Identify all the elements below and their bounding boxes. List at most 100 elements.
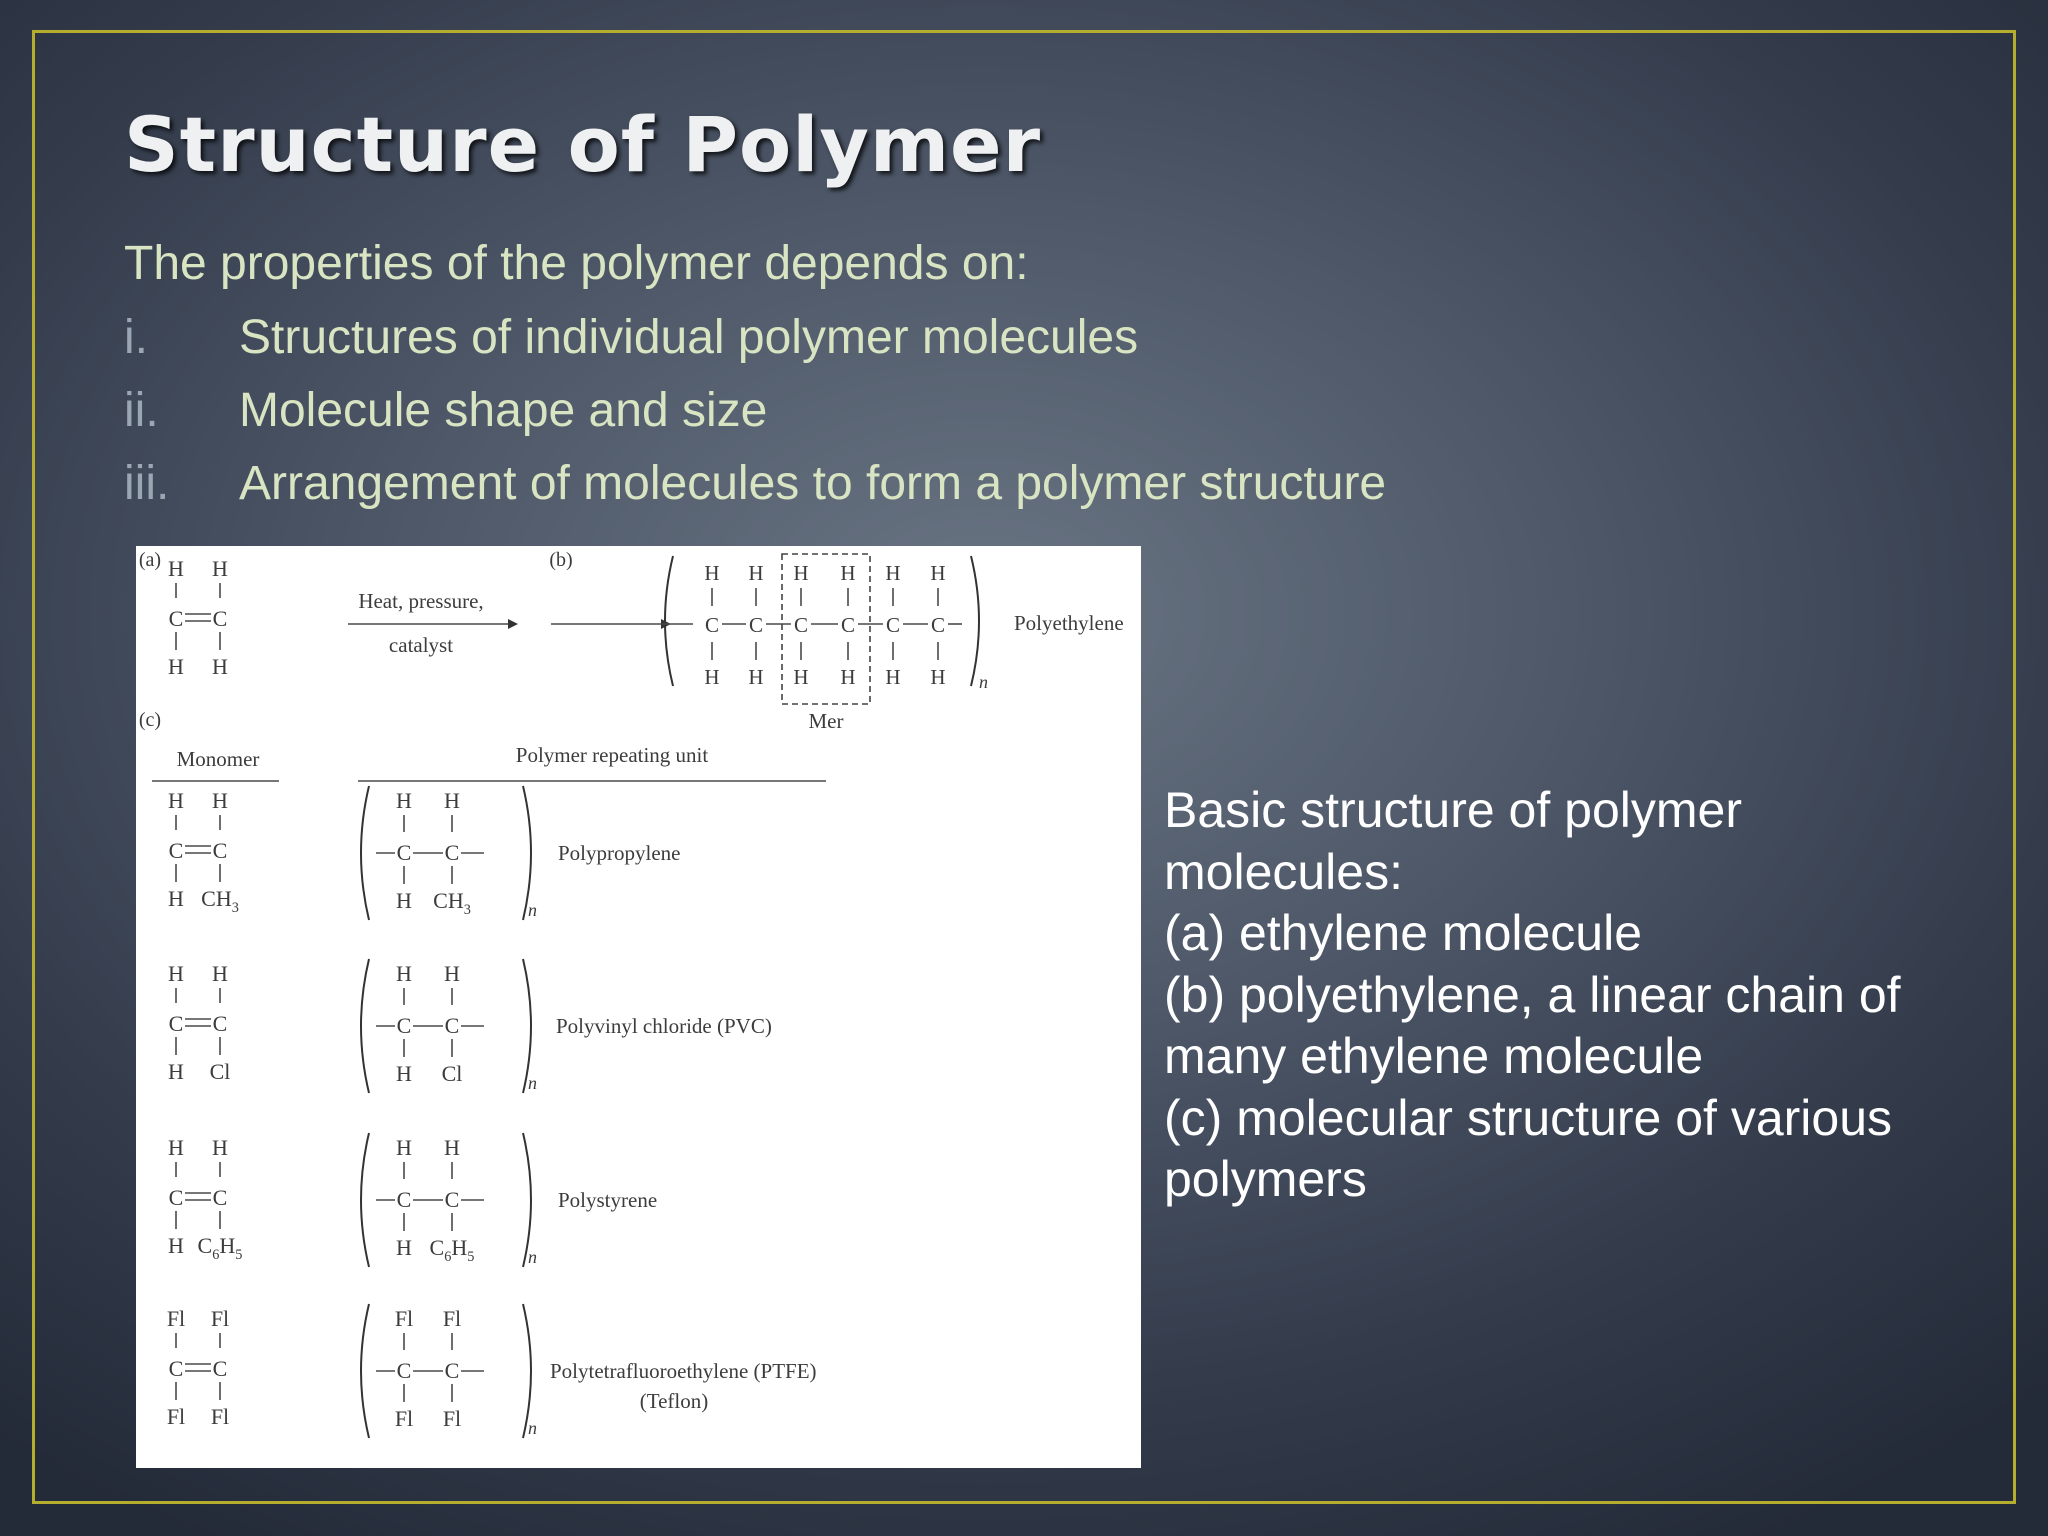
caption-line: polymers bbox=[1164, 1151, 1367, 1207]
slide-frame bbox=[32, 30, 2016, 1504]
list-number: iii. bbox=[124, 457, 170, 510]
monomer-1-top-right: H bbox=[212, 961, 228, 986]
figure-caption: Basic structure of polymer molecules: (a… bbox=[1164, 780, 1964, 1211]
chain-carbon: C bbox=[886, 613, 900, 637]
unit-paren-left bbox=[360, 1132, 370, 1268]
caption-line: many ethylene molecule bbox=[1164, 1028, 1704, 1084]
chain-carbon: C bbox=[749, 613, 763, 637]
unit-carbon-right: C bbox=[445, 1187, 460, 1212]
unit-carbon-left: C bbox=[397, 1187, 412, 1212]
unit-carbon-left: C bbox=[397, 1013, 412, 1038]
label-b: (b) bbox=[549, 549, 572, 571]
monomer-3-top-left: Fl bbox=[167, 1306, 185, 1331]
list-number: i. bbox=[124, 311, 148, 364]
caption-line: (a) ethylene molecule bbox=[1164, 905, 1643, 961]
unit-carbon-right: C bbox=[445, 1013, 460, 1038]
monomer-1-carbon-left: C bbox=[169, 1011, 184, 1036]
monomer-0-carbon-right: C bbox=[213, 838, 228, 863]
polyethylene-n: n bbox=[979, 672, 988, 692]
list-text: Arrangement of molecules to form a polym… bbox=[239, 457, 1387, 510]
monomer-3-carbon-right: C bbox=[213, 1356, 228, 1381]
chain-hydrogen-bottom: H bbox=[704, 665, 719, 689]
unit-top-left: H bbox=[396, 961, 412, 986]
polyethylene-label: Polyethylene bbox=[1014, 611, 1124, 635]
ethylene-monomer-bottom-left: H bbox=[168, 654, 184, 679]
monomer-header: Monomer bbox=[177, 747, 260, 771]
ethylene-monomer-top-right: H bbox=[212, 556, 228, 581]
unit-top-right: H bbox=[444, 961, 460, 986]
unit-n: n bbox=[528, 1418, 537, 1438]
mer-label: Mer bbox=[809, 709, 844, 733]
slide-title: Structure of Polymer bbox=[124, 100, 1042, 189]
monomer-0-top-left: H bbox=[168, 788, 184, 813]
chain-hydrogen-top: H bbox=[885, 561, 900, 585]
chain-hydrogen-bottom: H bbox=[793, 665, 808, 689]
chain-carbon: C bbox=[794, 613, 808, 637]
monomer-1-bottom-left: H bbox=[168, 1059, 184, 1084]
arrow-head bbox=[508, 619, 518, 629]
monomer-0-bottom-right: CH3 bbox=[201, 886, 239, 916]
ethylene-monomer-top-left: H bbox=[168, 556, 184, 581]
unit-n: n bbox=[528, 1073, 537, 1093]
monomer-2-top-left: H bbox=[168, 1135, 184, 1160]
unit-top-right: H bbox=[444, 788, 460, 813]
list-text: Molecule shape and size bbox=[239, 384, 768, 437]
unit-top-right: Fl bbox=[443, 1306, 461, 1331]
monomer-0-bottom-left: H bbox=[168, 886, 184, 911]
unit-n: n bbox=[528, 1247, 537, 1267]
monomer-3-bottom-left: Fl bbox=[167, 1404, 185, 1429]
polymer-name: Polytetrafluoroethylene (PTFE) bbox=[550, 1359, 817, 1383]
list-number: ii. bbox=[124, 384, 159, 437]
unit-bottom-right: C6H5 bbox=[430, 1235, 475, 1265]
caption-line: molecules: bbox=[1164, 843, 1403, 900]
unit-paren-right bbox=[522, 1303, 532, 1439]
unit-bottom-right: Cl bbox=[442, 1061, 463, 1086]
unit-paren-right bbox=[522, 785, 532, 921]
monomer-1-bottom-right: Cl bbox=[210, 1059, 231, 1084]
polyethylene-paren-right bbox=[970, 555, 980, 687]
intro-text: The properties of the polymer depends on… bbox=[124, 237, 1029, 290]
monomer-3-carbon-left: C bbox=[169, 1356, 184, 1381]
unit-carbon-right: C bbox=[445, 840, 460, 865]
unit-paren-right bbox=[522, 1132, 532, 1268]
reaction-catalyst: catalyst bbox=[389, 633, 453, 657]
chain-carbon: C bbox=[931, 613, 945, 637]
unit-top-left: Fl bbox=[395, 1306, 413, 1331]
unit-n: n bbox=[528, 900, 537, 920]
monomer-2-bottom-left: H bbox=[168, 1233, 184, 1258]
chain-hydrogen-bottom: H bbox=[930, 665, 945, 689]
chain-hydrogen-top: H bbox=[930, 561, 945, 585]
chain-hydrogen-top: H bbox=[748, 561, 763, 585]
monomer-2-top-right: H bbox=[212, 1135, 228, 1160]
caption-line: (b) polyethylene, a linear chain of bbox=[1164, 966, 1901, 1023]
unit-paren-left bbox=[360, 958, 370, 1094]
monomer-2-carbon-right: C bbox=[213, 1185, 228, 1210]
monomer-0-carbon-left: C bbox=[169, 838, 184, 863]
unit-top-left: H bbox=[396, 788, 412, 813]
list-text: Structures of individual polymer molecul… bbox=[239, 311, 1139, 364]
ethylene-monomer-carbon-right: C bbox=[213, 606, 228, 631]
ethylene-monomer-carbon-left: C bbox=[169, 606, 184, 631]
monomer-2-carbon-left: C bbox=[169, 1185, 184, 1210]
unit-bottom-right: CH3 bbox=[433, 888, 471, 918]
polymer-header: Polymer repeating unit bbox=[516, 743, 709, 767]
monomer-3-bottom-right: Fl bbox=[211, 1404, 229, 1429]
unit-top-left: H bbox=[396, 1135, 412, 1160]
polymer-name: Polystyrene bbox=[558, 1188, 657, 1212]
polymer-alt-name: (Teflon) bbox=[640, 1389, 709, 1413]
unit-bottom-left: Fl bbox=[395, 1406, 413, 1431]
chain-hydrogen-top: H bbox=[840, 561, 855, 585]
unit-bottom-left: H bbox=[396, 1061, 412, 1086]
unit-carbon-left: C bbox=[397, 840, 412, 865]
monomer-1-carbon-right: C bbox=[213, 1011, 228, 1036]
chain-hydrogen-top: H bbox=[793, 561, 808, 585]
unit-bottom-left: H bbox=[396, 1235, 412, 1260]
mer-box bbox=[781, 553, 871, 705]
chain-hydrogen-bottom: H bbox=[885, 665, 900, 689]
unit-paren-right bbox=[522, 958, 532, 1094]
monomer-3-top-right: Fl bbox=[211, 1306, 229, 1331]
unit-bottom-right: Fl bbox=[443, 1406, 461, 1431]
polymer-name: Polyvinyl chloride (PVC) bbox=[556, 1014, 772, 1038]
